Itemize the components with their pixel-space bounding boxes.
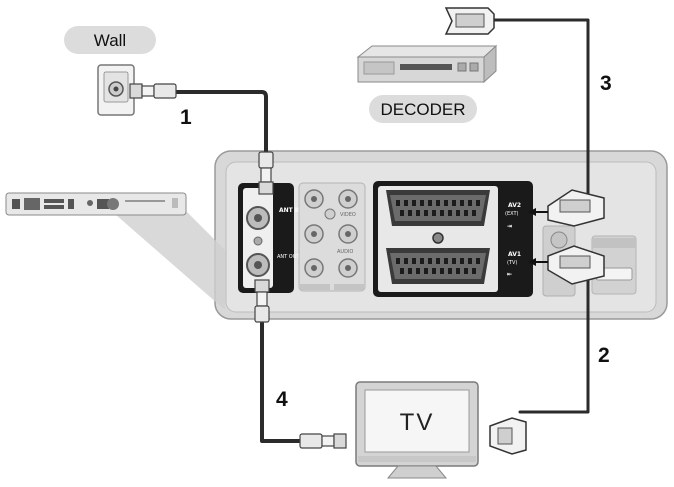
recorder-thumbnail — [5, 192, 225, 310]
decoder-device — [356, 44, 498, 84]
av1-label: AV1 — [508, 251, 521, 258]
scart-plug-decoder — [444, 7, 495, 35]
cable-2 — [518, 274, 590, 414]
wall-outlet — [97, 64, 135, 116]
step-3-label: 3 — [600, 72, 612, 95]
wall-badge: Wall — [64, 26, 156, 54]
cable-1 — [172, 90, 268, 164]
decoder-label: DECODER — [380, 100, 465, 119]
coax-plug-ant-in — [258, 151, 274, 195]
scart-plug-tv — [489, 417, 527, 455]
step-2-label: 2 — [598, 344, 610, 367]
video-label: VIDEO — [340, 212, 356, 218]
tv-label: TV — [400, 409, 435, 436]
coax-plug-wall — [129, 83, 177, 99]
cables — [172, 18, 590, 443]
step-4-label: 4 — [276, 388, 288, 411]
coax-plug-tv — [299, 433, 347, 449]
tv-device: TV — [355, 381, 479, 479]
decoder-badge: DECODER — [369, 95, 477, 123]
wall-label: Wall — [94, 31, 126, 50]
av2-label: AV2 — [508, 202, 521, 209]
av1-output-icon: ⇤ — [507, 271, 512, 278]
av-jacks: VIDEO AUDIO — [298, 182, 366, 292]
scart-plug-av1 — [528, 245, 605, 285]
av1-sub-label: (TV) — [507, 260, 517, 266]
audio-label: AUDIO — [337, 249, 353, 255]
rear-panel: ANT IN ANT OUT (TO TV) VIDEO AUDIO — [214, 150, 668, 320]
cable-4 — [260, 316, 308, 443]
scart-block: AV2 (EXT) AV1 (TV) ⇥ ⇤ — [373, 181, 533, 297]
scart-plug-av2 — [528, 189, 605, 227]
cable-3 — [488, 18, 590, 202]
step-1-label: 1 — [180, 106, 192, 129]
av2-input-icon: ⇥ — [507, 223, 512, 230]
ant-in-label: ANT IN — [279, 207, 302, 214]
av2-sub-label: (EXT) — [505, 211, 519, 217]
coax-plug-ant-out — [254, 279, 270, 323]
